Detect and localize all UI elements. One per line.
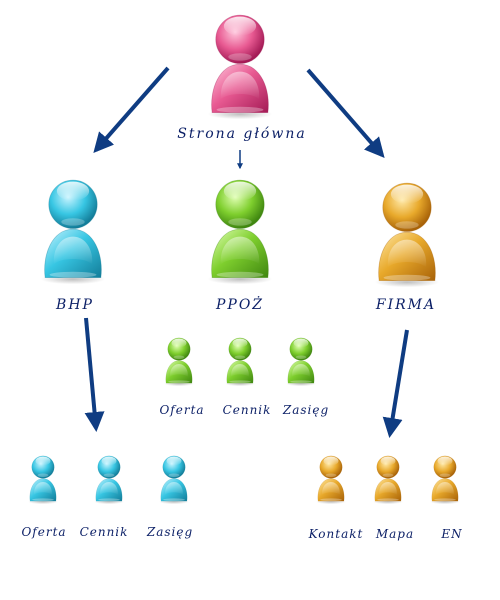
ppoz-oferta-label[interactable]: Oferta <box>159 403 205 417</box>
firma-user-icon[interactable] <box>370 178 444 288</box>
home-user-icon[interactable] <box>203 10 277 120</box>
bhp-label[interactable]: BHP <box>56 297 94 313</box>
ppoz-user-icon[interactable] <box>203 175 277 285</box>
bhp-oferta-label[interactable]: Oferta <box>21 525 67 539</box>
ppoz-label[interactable]: PPOŻ <box>215 297 265 313</box>
arrow-bhp-to-children <box>84 317 105 432</box>
arrow-home-to-bhp <box>93 66 170 154</box>
home-label[interactable]: Strona główna <box>177 126 307 142</box>
ppoz-oferta-user-icon[interactable] <box>162 333 196 389</box>
firma-label[interactable]: FIRMA <box>375 297 437 313</box>
bhp-zasieg-label[interactable]: Zasięg <box>146 525 194 539</box>
firma-mapa-user-icon[interactable] <box>371 451 405 507</box>
arrow-home-to-firma <box>306 68 385 159</box>
firma-kontakt-label[interactable]: Kontakt <box>308 527 364 541</box>
ppoz-zasieg-label[interactable]: Zasięg <box>282 403 330 417</box>
firma-kontakt-user-icon[interactable] <box>314 451 348 507</box>
bhp-zasieg-user-icon[interactable] <box>157 451 191 507</box>
ppoz-cennik-label[interactable]: Cennik <box>222 403 272 417</box>
firma-en-label[interactable]: EN <box>441 527 463 541</box>
bhp-cennik-user-icon[interactable] <box>92 451 126 507</box>
ppoz-zasieg-user-icon[interactable] <box>284 333 318 389</box>
firma-en-user-icon[interactable] <box>428 451 462 507</box>
bhp-cennik-label[interactable]: Cennik <box>79 525 129 539</box>
ppoz-cennik-user-icon[interactable] <box>223 333 257 389</box>
arrow-firma-to-children <box>382 329 409 438</box>
bhp-user-icon[interactable] <box>36 175 110 285</box>
firma-mapa-label[interactable]: Mapa <box>375 527 415 541</box>
bhp-oferta-user-icon[interactable] <box>26 451 60 507</box>
